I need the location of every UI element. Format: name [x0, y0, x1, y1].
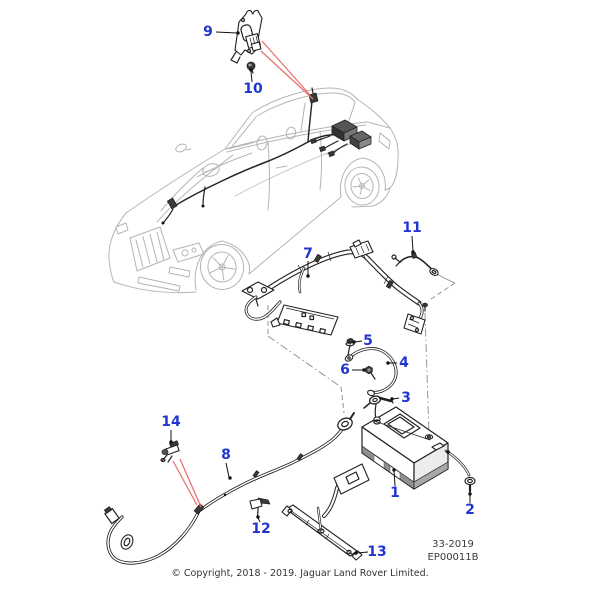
- bolt-part-5: [345, 338, 355, 356]
- callout-14[interactable]: 14: [161, 414, 181, 430]
- link-cable-part-11: [391, 252, 439, 276]
- callout-9[interactable]: 9: [203, 24, 213, 40]
- nut-part-6: [365, 365, 376, 380]
- callout-5[interactable]: 5: [363, 333, 373, 349]
- battery-cable-part-8: [103, 412, 355, 565]
- figure-code: EP00011B: [427, 552, 479, 563]
- bracket-part-9: [230, 9, 263, 64]
- callout-4[interactable]: 4: [399, 355, 409, 371]
- installed-harness-sketch: [161, 87, 372, 225]
- vent-cable-part-2: [444, 449, 476, 495]
- callout-12[interactable]: 12: [251, 521, 271, 537]
- callout-3[interactable]: 3: [401, 390, 411, 406]
- callout-7[interactable]: 7: [303, 246, 313, 262]
- battery-strap-part-4: [344, 347, 398, 397]
- callout-10[interactable]: 10: [243, 81, 263, 97]
- callout-1[interactable]: 1: [390, 485, 400, 501]
- callout-8[interactable]: 8: [221, 447, 231, 463]
- harness-assembly-part-7: [241, 239, 426, 336]
- figure-number: 33-2019: [432, 539, 474, 550]
- leader-lines: [169, 31, 472, 555]
- callout-6[interactable]: 6: [340, 362, 350, 378]
- callout-13[interactable]: 13: [367, 544, 387, 560]
- battery-part-1: [361, 406, 449, 490]
- callout-2[interactable]: 2: [465, 502, 475, 518]
- cable-clip-part-14: [160, 440, 180, 463]
- support-bracket-part-13: [281, 463, 370, 561]
- red-locator-lines-clip: [172, 458, 202, 508]
- vehicle-outline-sketch: [108, 87, 399, 294]
- cable-clip-part-12: [249, 497, 271, 518]
- projection-lines: [267, 273, 456, 435]
- copyright-notice: © Copyright, 2018 - 2019. Jaguar Land Ro…: [171, 568, 429, 579]
- callout-11[interactable]: 11: [402, 220, 422, 236]
- figure-reference: 33-2019 EP00011B: [413, 538, 493, 564]
- red-locator-lines-top: [260, 40, 314, 100]
